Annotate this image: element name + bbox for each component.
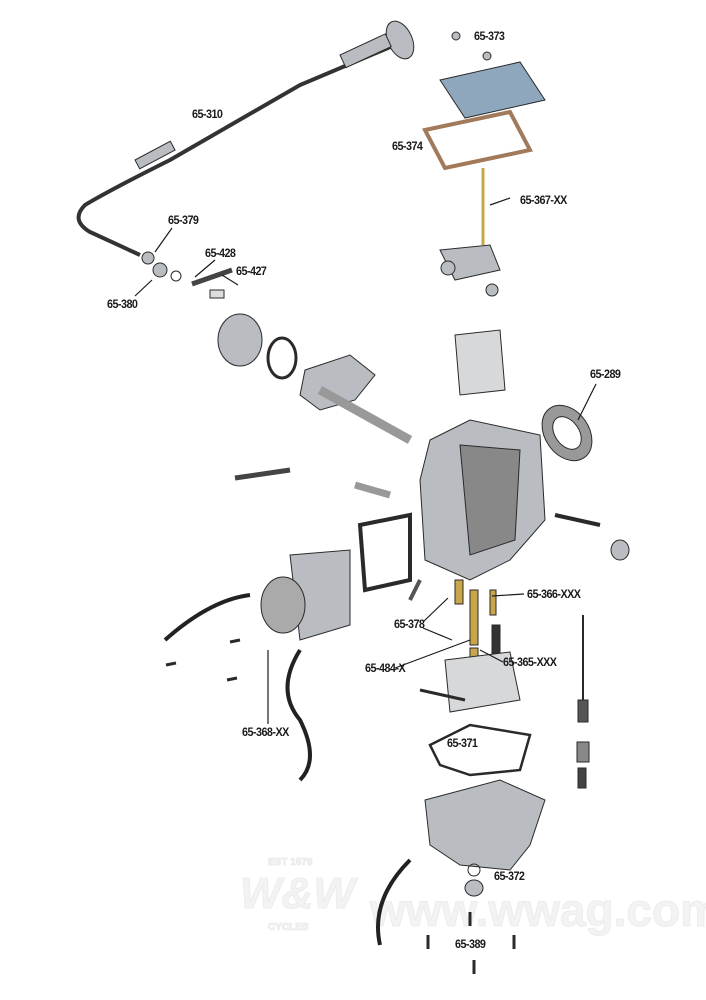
label-65-374: 65-374 [392,139,423,153]
throttle-shaft [317,386,413,444]
drain-plug [464,879,484,897]
jet [469,589,479,646]
hose [163,593,251,642]
part-65-379 [141,251,155,265]
label-65-378: 65-378 [394,617,425,631]
screws [165,638,516,974]
label-65-389: 65-389 [455,937,486,951]
label-65-372: 65-372 [494,869,525,883]
choke-cable [76,43,396,257]
label-65-373: 65-373 [474,29,505,43]
plunger-65-427 [209,289,225,299]
watermark-site: www.wwag.com [369,884,706,936]
spring-65-428 [191,267,233,287]
watermark-est: EST 1979 [267,857,313,869]
label-65-427: 65-427 [236,264,267,278]
jet [491,624,501,656]
cover-gasket [421,109,534,171]
label-65-484-x: 65-484-X [365,661,406,675]
jet [489,589,497,616]
o-ring [170,270,182,282]
screw [482,51,492,61]
float-bowl [424,779,546,871]
bowl-gasket [428,723,532,777]
screw [451,31,461,41]
top-cover [439,61,546,119]
cable-sleeve [339,33,392,69]
hose [285,648,312,782]
label-65-371: 65-371 [447,736,478,750]
jet [454,579,464,605]
leader-lines [134,197,597,724]
label-65-428: 65-428 [205,246,236,260]
watermark-sub: CYCLES [268,922,310,934]
throttle-bracket [299,354,376,411]
label-65-366-xxx: 65-366-XXX [527,587,581,601]
cable-sleeve-lower [134,140,176,170]
slide-plate [454,329,506,396]
label-65-379: 65-379 [168,213,199,227]
hose [376,858,412,946]
watermark-logo: W&W [240,869,356,918]
lever-spring [266,336,298,380]
label-65-289: 65-289 [590,367,621,381]
label-65-380: 65-380 [107,297,138,311]
label-65-368-xx: 65-368-XX [242,725,289,739]
choke-lever [217,313,263,367]
part-65-380 [152,262,168,278]
manifold-gasket [357,512,412,593]
label-65-310: 65-310 [192,107,223,121]
label-65-365-xxx: 65-365-XXX [503,655,557,669]
label-65-367-xx: 65-367-XX [520,193,567,207]
